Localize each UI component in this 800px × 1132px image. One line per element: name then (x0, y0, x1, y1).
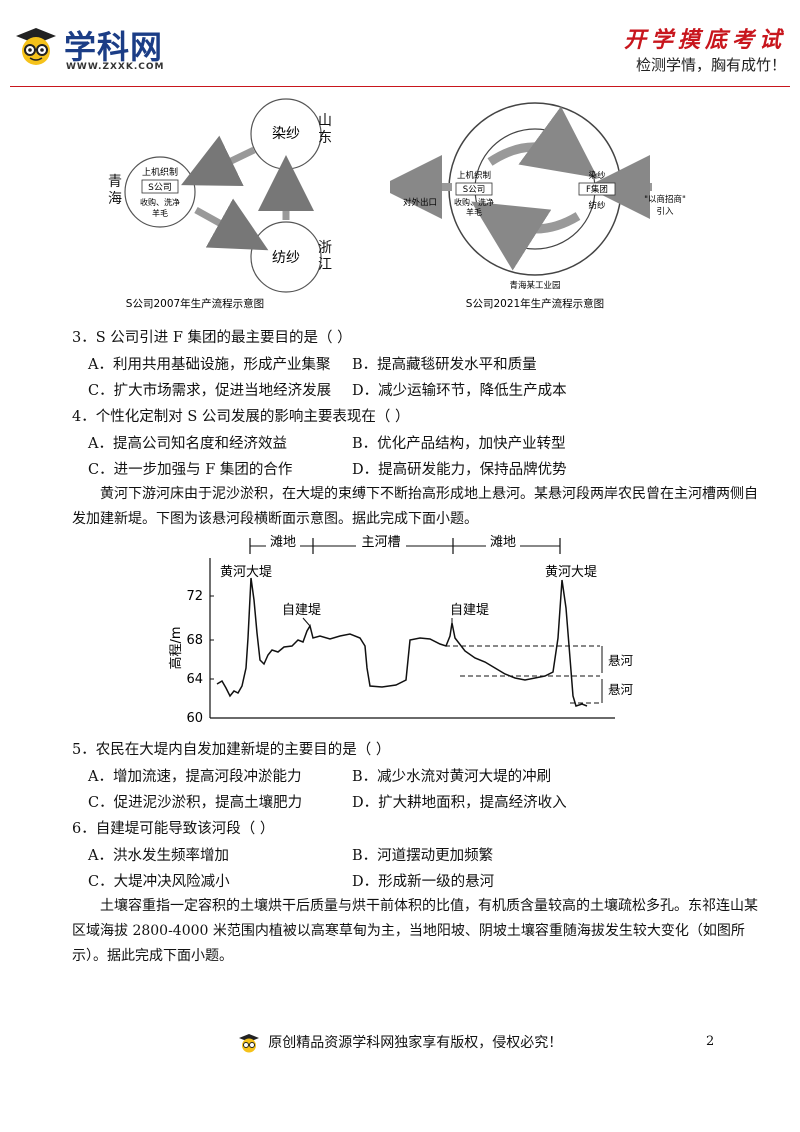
q6-option-a[interactable]: A．洪水发生频率增加 (88, 848, 229, 864)
suspended-river-lower: 悬河 (608, 682, 634, 697)
arrow-circulation-top (487, 106, 598, 178)
export-label: 对外出口 (403, 197, 437, 208)
q3-option-c[interactable]: C．扩大市场需求，促进当地经济发展 (88, 383, 332, 399)
zone-right: 滩地 (490, 535, 516, 550)
q4-option-d[interactable]: D．提高研发能力，保持品牌优势 (352, 462, 567, 478)
q6-option-d[interactable]: D．形成新一级的悬河 (352, 874, 495, 890)
q4-option-a[interactable]: A．提高公司知名度和经济效益 (88, 436, 287, 452)
invest-label: "以商招商" (644, 194, 686, 205)
right-top: 染纱 (588, 170, 606, 181)
node-spin (250, 221, 322, 293)
intro-paragraph-1: 黄河下游河床由于泥沙淤积，在大堤的束缚下不断抬高形成地上悬河。某悬河段两岸农民曾… (72, 486, 758, 527)
exam-title: 开学摸底考试 (623, 28, 786, 53)
right-box-label: F集团 (586, 184, 608, 195)
zone-main-channel: 主河槽 (361, 535, 400, 550)
logo-url: WWW.ZXXK.COM (66, 62, 165, 72)
elevation-profile (216, 577, 588, 707)
page-number: 2 (706, 1034, 715, 1049)
q4-option-b[interactable]: B．优化产品结构，加快产业转型 (352, 436, 566, 452)
q3-option-b[interactable]: B．提高藏毯研发水平和质量 (352, 357, 537, 373)
left-line3: 收购、洗净 (454, 197, 494, 207)
q5-option-a[interactable]: A．增加流速，提高河段冲淤能力 (88, 769, 302, 785)
suspended-river-upper: 悬河 (608, 653, 634, 668)
park-label: 青海某工业园 (509, 280, 560, 291)
q4-stem: 4．个性化定制对 S 公司发展的影响主要表现在（ ） (72, 409, 410, 425)
left-box-label: S公司 (463, 185, 485, 195)
s-company-box (141, 179, 179, 194)
q5-stem: 5．农民在大堤内自发加建新堤的主要目的是（ ） (72, 742, 391, 758)
selfdike-left-label: 自建堤 (282, 603, 321, 618)
footer: 原创精品资源学科网独家享有版权，侵权必究！ (0, 1032, 800, 1053)
river-cross-section: 滩地 主河槽 滩地 72 68 64 60 高程/m 悬河 悬河 黄河大堤 自建… (168, 534, 634, 726)
place-qinghai: 青海 (108, 174, 122, 207)
left-line1: 上机织制 (457, 170, 491, 181)
node-spin-label: 纺纱 (272, 250, 300, 266)
footer-logo-icon (238, 1034, 259, 1053)
header-divider (10, 86, 790, 87)
place-zhejiang: 浙江 (318, 240, 332, 273)
arrow-circulation-bottom (471, 201, 581, 271)
ytick-68: 68 (186, 633, 203, 648)
f-group-box (578, 182, 616, 196)
q6-option-c[interactable]: C．大堤冲决风险减小 (88, 874, 230, 890)
footer-copyright: 原创精品资源学科网独家享有版权，侵权必究！ (268, 1035, 563, 1051)
invest-label2: 引入 (656, 207, 674, 217)
q3-option-d[interactable]: D．减少运输环节，降低生产成本 (352, 383, 567, 399)
ytick-60: 60 (186, 711, 203, 726)
ytick-64: 64 (186, 672, 203, 687)
exam-subtitle: 检测学情，胸有成竹！ (635, 56, 786, 74)
caption-2021: S公司2021年生产流程示意图 (466, 297, 604, 310)
caption-2007: S公司2007年生产流程示意图 (126, 297, 264, 310)
node-s-box-label: S公司 (148, 182, 172, 193)
ytick-72: 72 (186, 589, 203, 604)
arrow-s-to-spin (194, 198, 269, 251)
right-bottom: 纺纱 (588, 200, 606, 211)
levee-right-label: 黄河大堤 (545, 565, 597, 580)
place-shandong: 山东 (318, 113, 332, 146)
q3-stem: 3．S 公司引进 F 集团的最主要目的是（ ） (72, 330, 352, 346)
node-s-line1: 上机织制 (142, 166, 178, 178)
logo-face-icon (16, 28, 56, 65)
node-dye-label: 染纱 (272, 126, 300, 142)
y-axis-label: 高程/m (168, 626, 184, 669)
q5-option-c[interactable]: C．促进泥沙淤积，提高土壤肥力 (88, 795, 303, 811)
levee-left-label: 黄河大堤 (220, 565, 272, 580)
left-line4: 羊毛 (466, 207, 482, 217)
diagram-2007: 染纱 纺纱 上机织制 S公司 收购、洗净 羊毛 S公司2007年生产流程示意图 (124, 98, 322, 310)
zone-left: 滩地 (270, 535, 296, 550)
diagram-2021: 上机织制 S公司 收购、洗净 羊毛 染纱 F集团 纺纱 对外出口 "以商招商" … (390, 102, 686, 310)
q4-option-c[interactable]: C．进一步加强与 F 集团的合作 (88, 462, 293, 478)
site-logo: 学科网 WWW.ZXXK.COM (14, 20, 174, 80)
logo-text: 学科网 (64, 28, 164, 66)
q3-option-a[interactable]: A．利用共用基础设施，形成产业集聚 (88, 357, 331, 373)
arrow-dye-to-s (181, 135, 256, 187)
selfdike-right-label: 自建堤 (450, 603, 489, 618)
q6-option-b[interactable]: B．河道摆动更加频繁 (352, 848, 494, 864)
intro-paragraph-2: 土壤容重指一定容积的土壤烘干后质量与烘干前体积的比值，有机质含量较高的土壤疏松多… (72, 898, 758, 964)
s-company-box-2021 (455, 182, 493, 196)
q5-option-b[interactable]: B．减少水流对黄河大堤的冲刷 (352, 769, 552, 785)
q5-option-d[interactable]: D．扩大耕地面积，提高经济收入 (352, 795, 567, 811)
node-s-line4: 羊毛 (152, 208, 168, 218)
node-s-line3: 收购、洗净 (140, 197, 180, 207)
q6-stem: 6．自建堤可能导致该河段（ ） (72, 821, 275, 837)
